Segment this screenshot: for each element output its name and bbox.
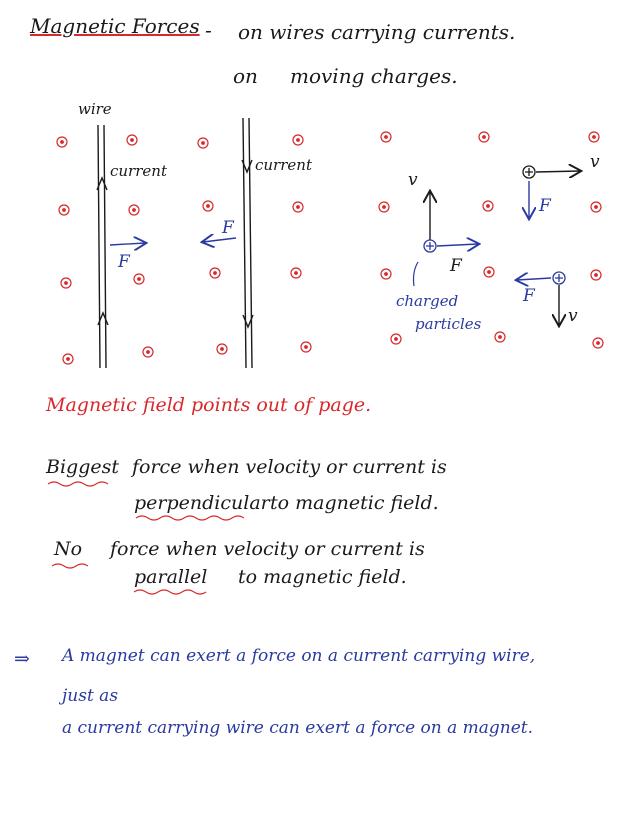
field-dot-icon — [482, 200, 494, 212]
force-label-particle-1: F — [450, 256, 462, 276]
title-dash: - — [205, 18, 212, 42]
field-dot-icon — [478, 131, 490, 143]
field-dot-icon — [590, 269, 602, 281]
field-dot-icon — [290, 267, 302, 279]
field-dot-icon — [592, 337, 604, 349]
biggest-word: Biggest — [46, 456, 119, 478]
no-rest: force when velocity or current is — [110, 538, 425, 560]
velocity-label-2: v — [590, 152, 600, 172]
field-dot-icon — [197, 137, 209, 149]
title-magnetic-forces: Magnetic Forces — [30, 14, 200, 38]
field-dot-icon — [133, 273, 145, 285]
parallel-rest: to magnetic field. — [238, 566, 407, 588]
field-dot-icon — [56, 136, 68, 148]
field-dot-icon — [380, 268, 392, 280]
wavy-underline-biggest — [47, 481, 109, 487]
wire-2 — [241, 117, 254, 369]
conclusion-line-3: a current carrying wire can exert a forc… — [62, 718, 534, 738]
field-dot-icon — [292, 134, 304, 146]
force-arrow-left — [203, 238, 237, 242]
field-dot-icon — [62, 353, 74, 365]
field-dot-icon — [202, 200, 214, 212]
field-dot-icon — [209, 267, 221, 279]
parallel-word: parallel — [134, 566, 208, 588]
charged-label: charged — [396, 292, 459, 310]
field-dot-icon — [128, 204, 140, 216]
wire-1 — [96, 124, 109, 369]
perpendicular-word: perpendicular — [134, 492, 270, 514]
field-dot-icon — [292, 201, 304, 213]
field-dot-icon — [60, 277, 72, 289]
field-dot-icon — [390, 333, 402, 345]
field-dot-icon — [378, 201, 390, 213]
charged-particle-2 — [523, 166, 580, 218]
conclusion-line-1: A magnet can exert a force on a current … — [62, 646, 536, 666]
biggest-rest: force when velocity or current is — [132, 456, 447, 478]
implies-arrow-icon: ⇒ — [14, 648, 30, 670]
field-dot-icon — [588, 131, 600, 143]
charged-particle-3 — [517, 271, 565, 325]
wavy-underline-no — [51, 563, 89, 569]
velocity-label-1: v — [408, 170, 418, 190]
perpendicular-rest: to magnetic field. — [270, 492, 439, 514]
field-dot-icon — [216, 343, 228, 355]
force-label-wire-1: F — [118, 252, 130, 272]
wire-label: wire — [78, 100, 112, 118]
field-dot-icon — [58, 204, 70, 216]
field-dot-icon — [590, 201, 602, 213]
field-dot-icon — [126, 134, 138, 146]
current-label-1: current — [110, 162, 167, 180]
force-label-wire-2: F — [222, 218, 234, 238]
wavy-underline-perpendicular — [135, 515, 245, 521]
current-label-2: current — [255, 156, 312, 174]
header-line-2-on: on — [233, 64, 258, 88]
header-line-2-rest: moving charges. — [290, 64, 458, 88]
particles-label: particles — [415, 315, 482, 333]
field-dot-icon — [142, 346, 154, 358]
field-dots — [56, 131, 604, 365]
force-label-particle-3: F — [523, 286, 535, 306]
force-arrow-right — [109, 243, 145, 245]
force-label-particle-2: F — [539, 196, 551, 216]
velocity-label-3: v — [568, 306, 578, 326]
wavy-underline-parallel — [133, 589, 207, 595]
charged-particle-1 — [424, 192, 478, 253]
field-dot-icon — [483, 266, 495, 278]
field-dot-icon — [300, 341, 312, 353]
no-word: No — [54, 538, 83, 560]
field-dot-icon — [494, 331, 506, 343]
conclusion-line-2: just as — [62, 686, 119, 706]
field-note: Magnetic field points out of page. — [46, 394, 372, 416]
field-dot-icon — [380, 131, 392, 143]
header-line-1: on wires carrying currents. — [238, 20, 516, 44]
